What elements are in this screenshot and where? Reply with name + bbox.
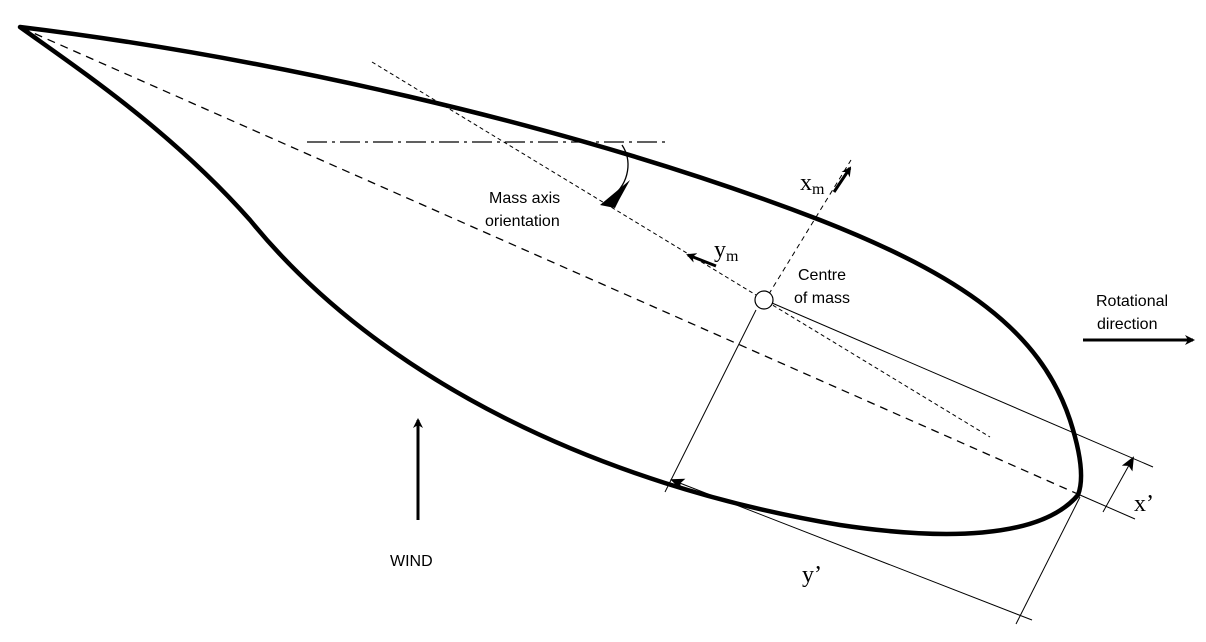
y-prime-dimension xyxy=(670,478,1033,621)
x-prime-dimension xyxy=(1102,456,1134,513)
centre-of-mass-marker xyxy=(754,290,774,310)
cm-perpendicular-line xyxy=(664,309,757,493)
xm-symbol: xm xyxy=(800,170,825,198)
mass-axis-label-line2: orientation xyxy=(485,213,560,230)
ym-symbol: ym xyxy=(714,237,739,265)
cm-parallel-line xyxy=(771,302,1154,468)
chord-extension-line xyxy=(1079,494,1136,520)
mass-axis-line xyxy=(371,61,991,438)
rotational-direction-label-line2: direction xyxy=(1097,316,1157,333)
ym-arrow xyxy=(686,253,717,268)
x-prime-symbol: x’ xyxy=(1134,491,1154,517)
wind-label: WIND xyxy=(390,553,433,570)
centre-of-mass-label-line1: Centre xyxy=(798,267,846,284)
mass-axis-label-line1: Mass axis xyxy=(489,190,560,207)
centre-of-mass-label-line2: of mass xyxy=(794,290,850,307)
airfoil-outline xyxy=(17,24,1084,537)
xm-arrow xyxy=(832,166,852,193)
rotational-direction-label-line1: Rotational xyxy=(1096,293,1168,310)
orientation-arrowhead xyxy=(600,180,630,208)
te-perpendicular-line xyxy=(1015,496,1081,625)
y-prime-symbol: y’ xyxy=(802,562,822,588)
xm-axis-line xyxy=(763,159,852,303)
chord-line xyxy=(21,27,1081,496)
